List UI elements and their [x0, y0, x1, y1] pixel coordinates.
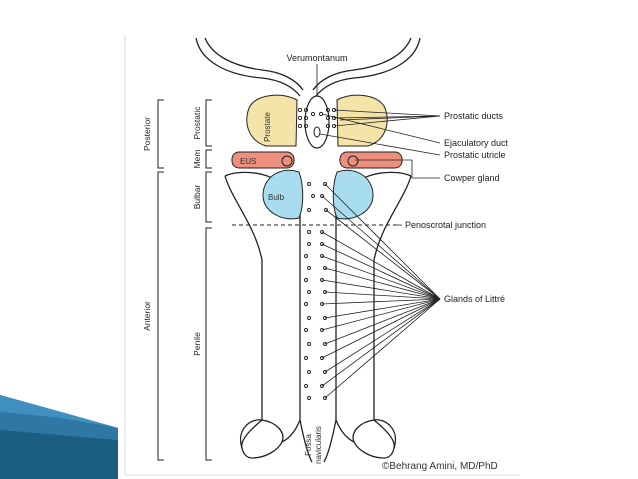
prostatic-utricle-label: Prostatic utricle — [444, 150, 506, 160]
prostate-label: Prostate — [263, 112, 272, 142]
fossa-label-line1: Fossa — [304, 434, 313, 456]
prostatic-duct-openings — [297, 107, 337, 129]
ejaculatory-duct-label: Ejaculatory duct — [444, 138, 509, 148]
verumontanum-label: Verumontanum — [286, 53, 347, 63]
eus-label: EUS — [240, 157, 256, 166]
credit-text: ©Behrang Amini, MD/PhD — [382, 461, 498, 472]
posterior-label: Posterior — [142, 117, 152, 151]
glands-of-littre-dots — [304, 182, 328, 400]
cowper-gland-label: Cowper gland — [444, 173, 500, 183]
bulbar-region-label: Bulbar — [192, 185, 202, 210]
penile-region-label: Penile — [192, 332, 202, 356]
bladder-outline — [195, 37, 421, 97]
leader-lines — [319, 109, 441, 399]
bulb-label: Bulb — [268, 193, 285, 202]
utricle-opening — [313, 126, 321, 138]
membranous-region-label: Mem — [192, 150, 202, 169]
penile-body — [224, 171, 412, 463]
ejaculatory-duct-opening — [310, 111, 316, 117]
fossa-label-line2: navicularis — [314, 426, 323, 464]
prostatic-ducts-label: Prostatic ducts — [444, 111, 504, 121]
bulb — [262, 169, 374, 220]
verumontanum-mound — [304, 95, 330, 149]
corner-arrow-icon — [0, 395, 118, 479]
region-brackets — [157, 99, 212, 461]
penoscrotal-junction-label: Penoscrotal junction — [405, 220, 486, 230]
prostatic-region-label: Prostatic — [192, 106, 202, 140]
prostate — [246, 94, 388, 147]
glands-of-littre-label: Glands of Littré — [444, 294, 505, 304]
anterior-label: Anterior — [142, 301, 152, 331]
